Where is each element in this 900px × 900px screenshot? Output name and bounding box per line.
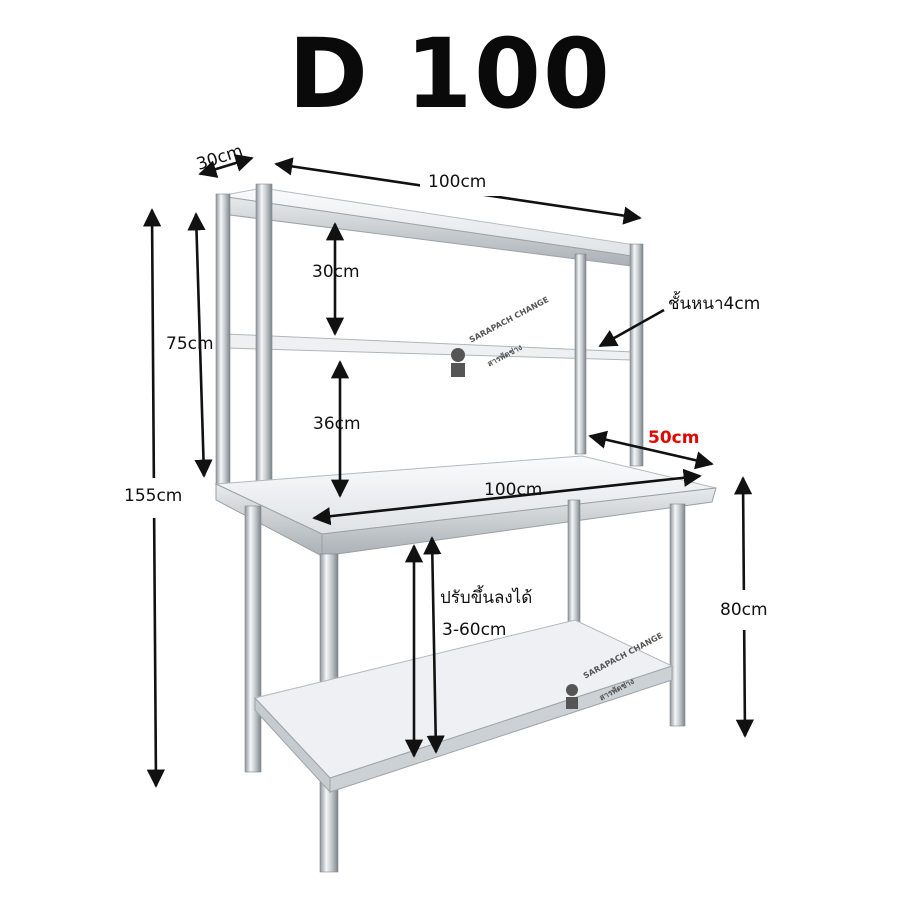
adjust-label-line1: ปรับขึ้นลงได้ (440, 588, 533, 608)
table-height-label: 80cm (720, 600, 768, 620)
total-height-label: 155cm (124, 486, 183, 506)
top-width-label: 100cm (428, 172, 487, 192)
table-top (214, 455, 717, 557)
gap-lower-label: 36cm (313, 414, 361, 434)
product-title: D 100 (288, 18, 612, 130)
gap-upper-label: 30cm (312, 262, 360, 282)
upper-posts (215, 183, 644, 503)
watermark-logo-icon (451, 348, 578, 709)
shelf-height-label: 75cm (166, 334, 214, 354)
table-width-label: 100cm (484, 480, 543, 500)
table-depth-label: 50cm (648, 428, 700, 448)
adjust-label-line2: 3-60cm (442, 620, 507, 640)
middle-shelf (225, 333, 635, 361)
bottom-shelf (254, 619, 674, 794)
shelf-thickness-label: ชั้นหนา4cm (668, 294, 761, 314)
